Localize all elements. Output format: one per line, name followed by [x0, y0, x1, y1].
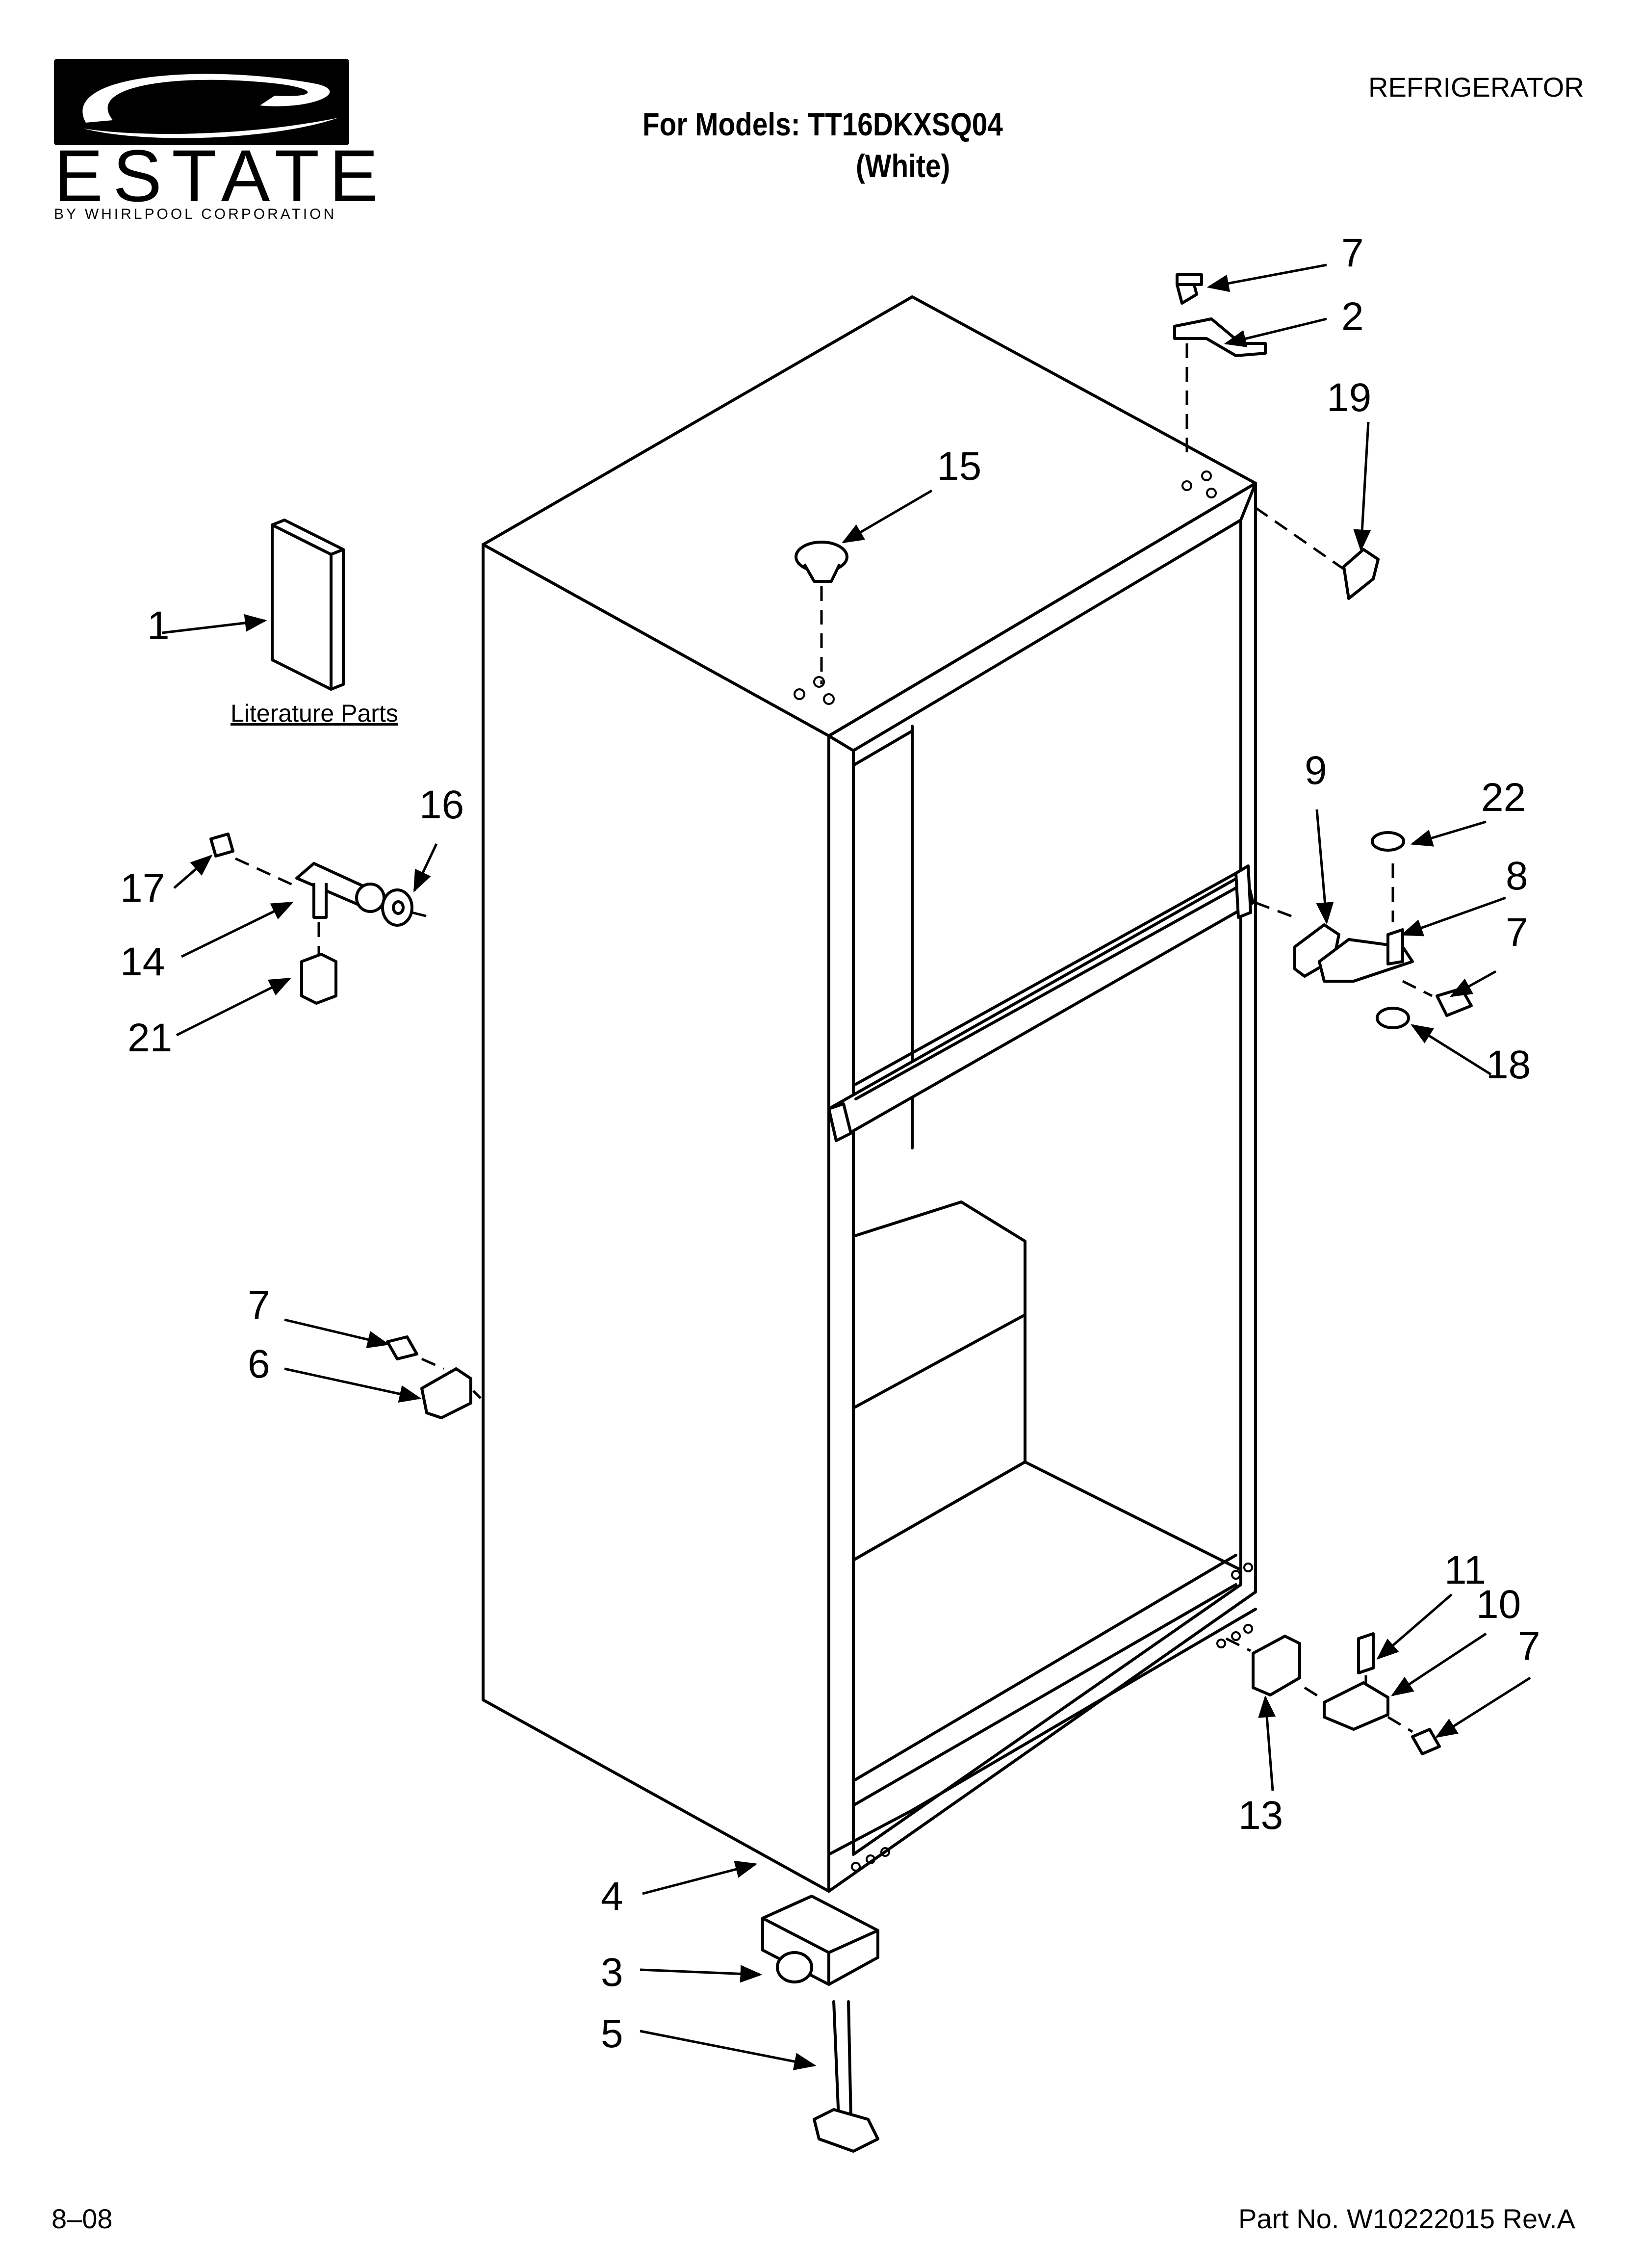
left-hinge-parts [209, 833, 432, 1005]
callout-5: 5 [601, 2011, 623, 2056]
callout-6: 6 [248, 1342, 270, 1386]
callout-14: 14 [120, 939, 165, 984]
callout-3: 3 [601, 1950, 623, 1995]
roller-and-leveler [761, 1895, 879, 2153]
callout-9: 9 [1305, 748, 1327, 793]
callout-7-center: 7 [1506, 910, 1528, 955]
callout-16: 16 [419, 782, 464, 827]
footer-date: 8–08 [51, 2203, 113, 2234]
callout-19: 19 [1327, 375, 1372, 420]
callout-2: 2 [1341, 294, 1364, 339]
callout-15: 15 [937, 444, 982, 489]
top-plug-part [795, 541, 848, 684]
callout-10: 10 [1476, 1582, 1521, 1627]
callout-22: 22 [1481, 775, 1526, 820]
callout-13: 13 [1238, 1793, 1283, 1838]
refrigerator-cabinet [482, 295, 1257, 1893]
callout-7-top: 7 [1341, 231, 1364, 275]
literature-booklet [271, 519, 345, 691]
models-line: For Models: TT16DKXSQ04 [642, 106, 1003, 142]
side-stop-parts [386, 1335, 482, 1419]
bottom-hinge-parts [1225, 1632, 1441, 1755]
category-label: REFRIGERATOR [1368, 72, 1584, 103]
callout-11: 11 [1444, 1548, 1487, 1592]
callout-21: 21 [128, 1016, 173, 1060]
leader-lines [161, 263, 1531, 2070]
svg-text:ESTATE: ESTATE [54, 134, 388, 217]
callout-7-bottom: 7 [1518, 1624, 1540, 1668]
literature-parts-label: Literature Parts [231, 700, 398, 727]
callout-4: 4 [601, 1874, 623, 1919]
callout-18: 18 [1486, 1043, 1531, 1087]
footer-part-number: Part No. W10222015 Rev.A [1238, 2203, 1575, 2234]
svg-text:BY WHIRLPOOL CORPORATION: BY WHIRLPOOL CORPORATION [54, 206, 336, 222]
center-hinge-parts [1255, 831, 1473, 1029]
center-rail [827, 864, 1255, 1142]
estate-logo: ESTATE BY WHIRLPOOL CORPORATION [54, 59, 388, 222]
callout-17: 17 [120, 866, 165, 911]
callout-7-side: 7 [248, 1283, 270, 1328]
color-line: (White) [856, 148, 950, 184]
callout-1: 1 [147, 603, 170, 648]
callout-8: 8 [1506, 854, 1528, 898]
